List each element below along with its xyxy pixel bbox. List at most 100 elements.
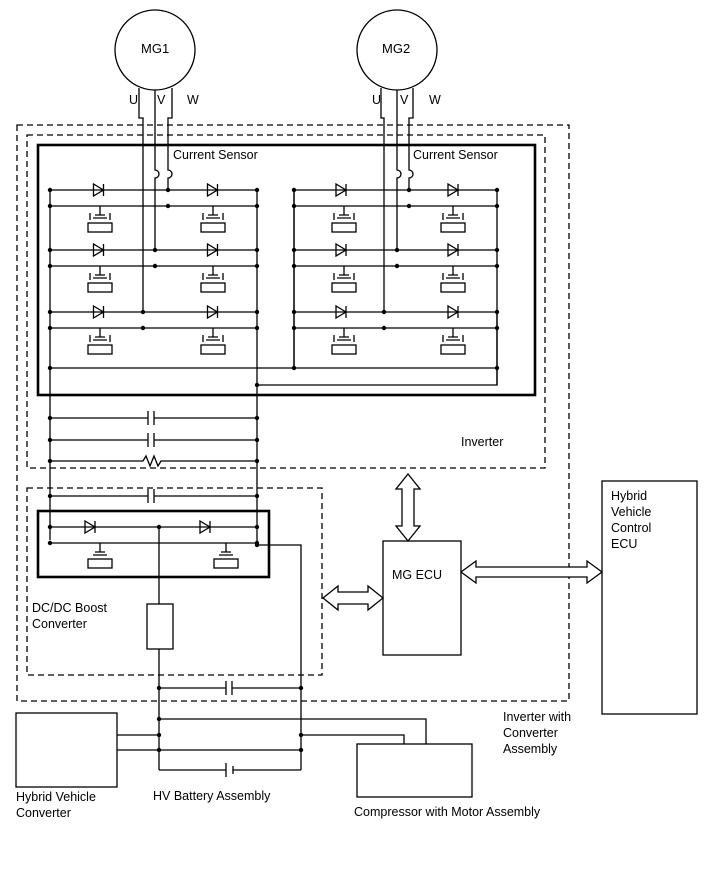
mg2-bridge-igbt-body-2-1 — [440, 344, 466, 355]
junction-dot — [254, 309, 260, 315]
mg2-bridge-igbt-gate-1-1 — [442, 266, 464, 280]
mg2-bridge-igbt-body-2-0 — [331, 344, 357, 355]
junction-dot — [406, 187, 412, 193]
mg2-bridge-igbt-gate-2-0 — [333, 328, 355, 342]
ecu-boost-arrow — [321, 584, 385, 612]
mg1-bridge-diode-2-0 — [92, 304, 105, 320]
junction-dot — [140, 325, 146, 331]
mg1-phase-v: V — [157, 93, 166, 107]
junction-dot — [47, 437, 53, 443]
junction-dot — [291, 325, 297, 331]
mg1-bridge-diode-0-1 — [206, 182, 219, 198]
mg1-phase-w: W — [187, 93, 199, 107]
filter-capacitor-1 — [50, 411, 257, 425]
mg1-bridge-igbt-body-1-1 — [200, 282, 226, 293]
mg1-u-lead — [138, 88, 144, 312]
junction-dot — [156, 732, 162, 738]
junction-dot — [291, 187, 297, 193]
boost-converter-label-line2: Converter — [32, 617, 87, 631]
junction-dot — [291, 365, 297, 371]
mg2-bridge-igbt-body-0-0 — [331, 222, 357, 233]
junction-dot — [47, 309, 53, 315]
mg1-bridge-igbt-gate-0-1 — [202, 206, 224, 220]
junction-dot — [254, 263, 260, 269]
mg1-bridge-diode-1-0 — [92, 242, 105, 258]
hv-control-ecu-line2: Vehicle — [611, 505, 652, 519]
junction-dot — [298, 747, 304, 753]
junction-dot — [156, 747, 162, 753]
junction-dot — [291, 203, 297, 209]
junction-dot — [254, 542, 260, 548]
junction-dot — [156, 685, 162, 691]
mg2-phase-w: W — [429, 93, 441, 107]
mg2-bridge-diode-1-1 — [447, 242, 460, 258]
boost-converter-label-line1: DC/DC Boost — [32, 601, 108, 615]
junction-dot — [47, 524, 53, 530]
junction-dot — [381, 325, 387, 331]
junction-dot — [494, 203, 500, 209]
hv-control-ecu-line3: Control — [611, 521, 652, 535]
junction-dot — [254, 458, 260, 464]
junction-dot — [152, 263, 158, 269]
junction-dot — [47, 540, 53, 546]
mg1-bridge-igbt-body-2-1 — [200, 344, 226, 355]
mg1-phase-u: U — [129, 93, 139, 107]
mg1-motor-circle — [114, 9, 196, 91]
mg2-bridge-igbt-body-1-0 — [331, 282, 357, 293]
junction-dot — [47, 458, 53, 464]
junction-dot — [494, 309, 500, 315]
boost-igbt-body-0 — [87, 558, 113, 569]
junction-dot — [254, 493, 260, 499]
mg2-bridge-diode-2-1 — [447, 304, 460, 320]
junction-dot — [254, 382, 260, 388]
smoothing-capacitor — [159, 681, 301, 695]
mg2-bridge-diode-0-1 — [447, 182, 460, 198]
boost-igbt-gate-0 — [93, 543, 107, 556]
junction-dot — [394, 247, 400, 253]
ecu-inverter-arrow — [394, 472, 422, 543]
boost-igbt-gate-1 — [219, 543, 233, 556]
junction-dot — [156, 524, 162, 530]
junction-dot — [254, 437, 260, 443]
inverter-label: Inverter — [461, 435, 504, 449]
hv-battery-label: HV Battery Assembly — [153, 789, 271, 803]
inverter-boundary — [26, 134, 546, 469]
boost-converter-boundary — [26, 487, 323, 676]
junction-dot — [381, 309, 387, 315]
hv-control-ecu-line1: Hybrid — [611, 489, 648, 503]
mg2-phase-u: U — [372, 93, 382, 107]
mg1-bridge-diode-0-0 — [92, 182, 105, 198]
current-sensor-2-label: Current Sensor — [413, 148, 498, 162]
boost-diode-1 — [199, 519, 212, 535]
junction-dot — [47, 187, 53, 193]
inverter-assembly-line3: Assembly — [503, 742, 558, 756]
junction-dot — [156, 716, 162, 722]
mg2-bridge-igbt-gate-2-1 — [442, 328, 464, 342]
ecu-hv-control-arrow — [459, 559, 604, 585]
junction-dot — [291, 247, 297, 253]
junction-dot — [254, 203, 260, 209]
junction-dot — [47, 365, 53, 371]
inverter-assembly-line1: Inverter with — [503, 710, 572, 724]
compressor-lead-1 — [159, 718, 427, 744]
junction-dot — [254, 524, 260, 530]
mg1-bridge-igbt-gate-1-1 — [202, 266, 224, 280]
hybrid-vehicle-converter-line1: Hybrid Vehicle — [16, 790, 96, 804]
junction-dot — [254, 247, 260, 253]
mg2-bridge-igbt-gate-1-0 — [333, 266, 355, 280]
boost-module-box — [36, 509, 271, 579]
mg1-v-lead — [154, 90, 160, 250]
inverter-negative-bus — [50, 312, 498, 369]
mg2-bridge-igbt-gate-0-0 — [333, 206, 355, 220]
mg2-bridge-diode-0-0 — [335, 182, 348, 198]
mg1-bridge-igbt-body-0-1 — [200, 222, 226, 233]
mg1-label: MG1 — [141, 41, 170, 56]
junction-dot — [494, 187, 500, 193]
inverter-assembly-boundary — [16, 124, 570, 702]
junction-dot — [494, 365, 500, 371]
junction-dot — [394, 263, 400, 269]
junction-dot — [47, 247, 53, 253]
mg2-motor-circle — [356, 9, 438, 91]
mg1-bridge-igbt-body-1-0 — [87, 282, 113, 293]
